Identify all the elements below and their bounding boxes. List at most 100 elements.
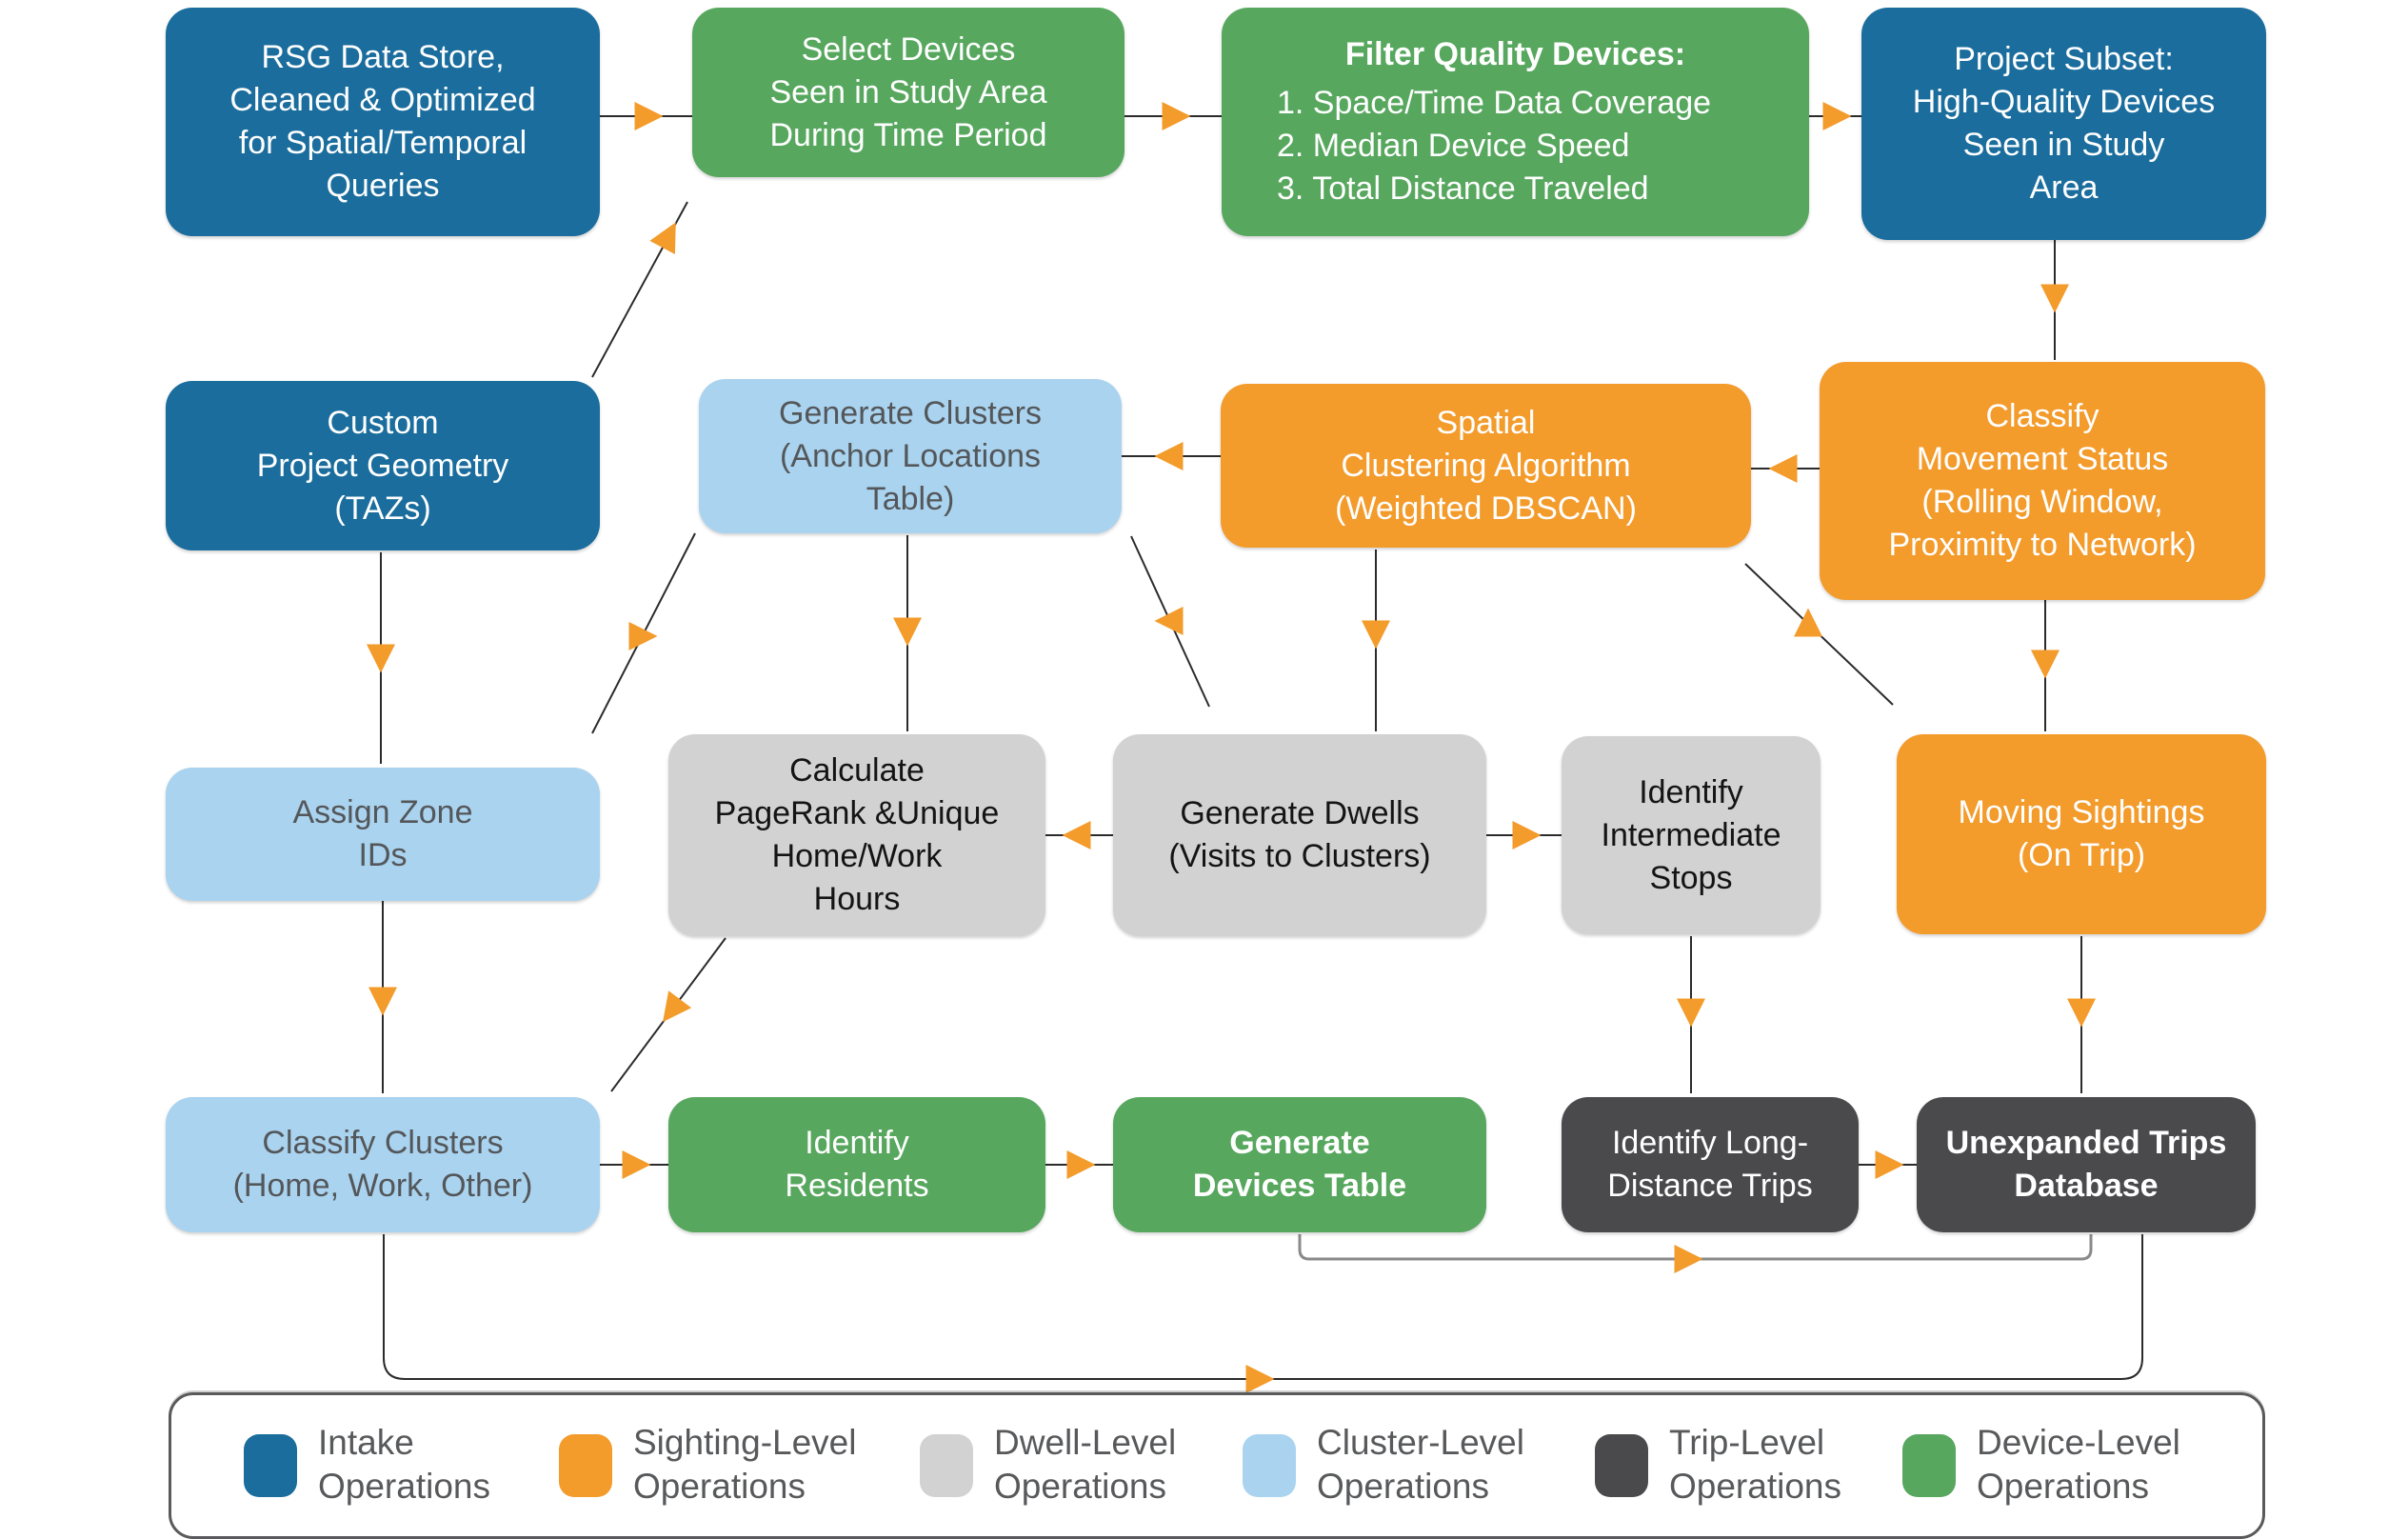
node-classify-clusters: Classify Clusters(Home, Work, Other) — [166, 1097, 600, 1232]
node-custom-project-geometry-line: Project Geometry — [256, 447, 509, 484]
legend-label-line2: Operations — [1669, 1467, 1841, 1506]
legend-label-line1: Cluster-Level — [1317, 1423, 1524, 1462]
node-select-devices-line: Select Devices — [801, 30, 1016, 68]
legend-swatch-intake — [244, 1434, 297, 1497]
node-filter-quality-devices-line: 1. Space/Time Data Coverage — [1277, 85, 1712, 121]
legend-label-line2: Operations — [318, 1467, 490, 1506]
node-classify-movement-status-line: Movement Status — [1916, 441, 2169, 477]
arrowhead-icon — [1162, 102, 1191, 130]
arrowhead-icon — [1768, 454, 1798, 483]
node-moving-sightings-line: (On Trip) — [2017, 837, 2146, 873]
connector-spatial-to-generate-clusters — [1122, 442, 1221, 470]
node-filter-quality-devices-line: 2. Median Device Speed — [1277, 128, 1630, 164]
arrowhead-icon — [1362, 620, 1390, 650]
connector-spatial-to-dwells — [1362, 550, 1390, 731]
node-generate-clusters-line: Table) — [866, 480, 955, 517]
node-custom-project-geometry-line: Custom — [327, 404, 439, 441]
node-filter-quality-devices-line: 3. Total Distance Traveled — [1277, 170, 1649, 207]
connector-assign-zone-to-generate-clusters — [591, 532, 696, 734]
node-calculate-pagerank-line: PageRank &Unique — [714, 795, 1000, 831]
arrowhead-icon — [1154, 442, 1184, 470]
node-calculate-pagerank-line: Calculate — [789, 752, 925, 789]
connector-classify-movement-to-moving — [2031, 600, 2060, 731]
node-identify-long-distance-trips-line: Identify Long- — [1611, 1125, 1809, 1161]
arrowhead-icon — [368, 987, 397, 1016]
connector-custom-geometry-to-assign-zone — [367, 552, 395, 764]
node-project-subset-line: Area — [2029, 170, 2099, 206]
node-assign-zone-ids-line: IDs — [358, 837, 408, 873]
legend-label-line2: Operations — [633, 1467, 806, 1506]
connector-filter-to-subset — [1809, 102, 1861, 130]
node-classify-clusters-line: Classify Clusters — [262, 1125, 504, 1161]
node-filter-quality-devices: Filter Quality Devices:1. Space/Time Dat… — [1222, 8, 1809, 236]
connector-assign-zone-to-classify-clusters — [368, 901, 397, 1093]
legend-label-line2: Operations — [994, 1467, 1166, 1506]
node-generate-dwells: Generate Dwells(Visits to Clusters) — [1113, 734, 1486, 936]
connector-classify-clusters-to-unexpanded — [383, 1234, 2143, 1393]
connector-dwells-to-generate-clusters — [1130, 535, 1210, 708]
connector-residents-to-devices-table — [1045, 1150, 1113, 1179]
arrowhead-icon — [1677, 998, 1705, 1028]
legend-label-line2: Operations — [1977, 1467, 2149, 1506]
node-rsg-data-store-line: Cleaned & Optimized — [229, 82, 536, 118]
node-identify-intermediate-stops-line: Stops — [1649, 859, 1733, 896]
node-moving-sightings-line: Moving Sightings — [1958, 794, 2205, 830]
connector-subset-to-classify-movement — [2040, 240, 2069, 360]
connector-devices-table-to-unexpanded — [1298, 1234, 2093, 1273]
node-generate-clusters-line: (Anchor Locations — [779, 437, 1042, 474]
node-generate-clusters-line: Generate Clusters — [779, 394, 1042, 431]
connector-generate-clusters-to-pagerank — [893, 535, 922, 731]
arrowhead-icon — [1794, 608, 1822, 637]
legend-label-line1: Intake — [318, 1423, 414, 1462]
arrowhead-icon — [1062, 821, 1091, 849]
legend-label-line1: Device-Level — [1977, 1423, 2180, 1462]
node-project-subset-line: Project Subset: — [1954, 41, 2174, 77]
node-rsg-data-store-line: for Spatial/Temporal — [238, 125, 527, 161]
legend-label-line1: Trip-Level — [1669, 1423, 1825, 1462]
arrowhead-icon — [649, 222, 676, 254]
connector-dwells-to-intermediate-stops — [1486, 821, 1562, 849]
arrowhead-icon — [2040, 284, 2069, 313]
node-identify-intermediate-stops-line: Intermediate — [1601, 816, 1781, 853]
legend-label-line1: Dwell-Level — [994, 1423, 1177, 1462]
node-generate-devices-table-line: Generate — [1229, 1125, 1370, 1161]
connector-custom-geometry-to-select — [591, 201, 688, 378]
connector-intermediate-stops-to-long-distance — [1677, 936, 1705, 1093]
arrowhead-icon — [1822, 102, 1852, 130]
connector-moving-to-unexpanded — [2067, 936, 2096, 1093]
legend-swatch-sighting-level — [559, 1434, 612, 1497]
connector-dwells-to-pagerank — [1045, 821, 1113, 849]
connector-line — [383, 1234, 2143, 1380]
node-classify-movement-status-line: (Rolling Window, — [1921, 484, 2163, 520]
node-spatial-clustering-line: (Weighted DBSCAN) — [1335, 490, 1637, 527]
arrowhead-icon — [367, 644, 395, 673]
legend-swatch-device-level — [1902, 1434, 1956, 1497]
legend-label-line1: Sighting-Level — [633, 1423, 857, 1462]
legend-swatch-cluster-level — [1243, 1434, 1296, 1497]
connector-pagerank-to-classify-clusters — [610, 937, 726, 1092]
node-select-devices-line: During Time Period — [769, 116, 1047, 153]
connector-moving-sightings-to-spatial — [1744, 563, 1894, 706]
legend-swatch-trip-level — [1595, 1434, 1648, 1497]
node-identify-intermediate-stops-line: Identify — [1639, 773, 1743, 810]
node-project-subset-line: Seen in Study — [1962, 127, 2165, 163]
connector-select-to-filter — [1124, 102, 1222, 130]
